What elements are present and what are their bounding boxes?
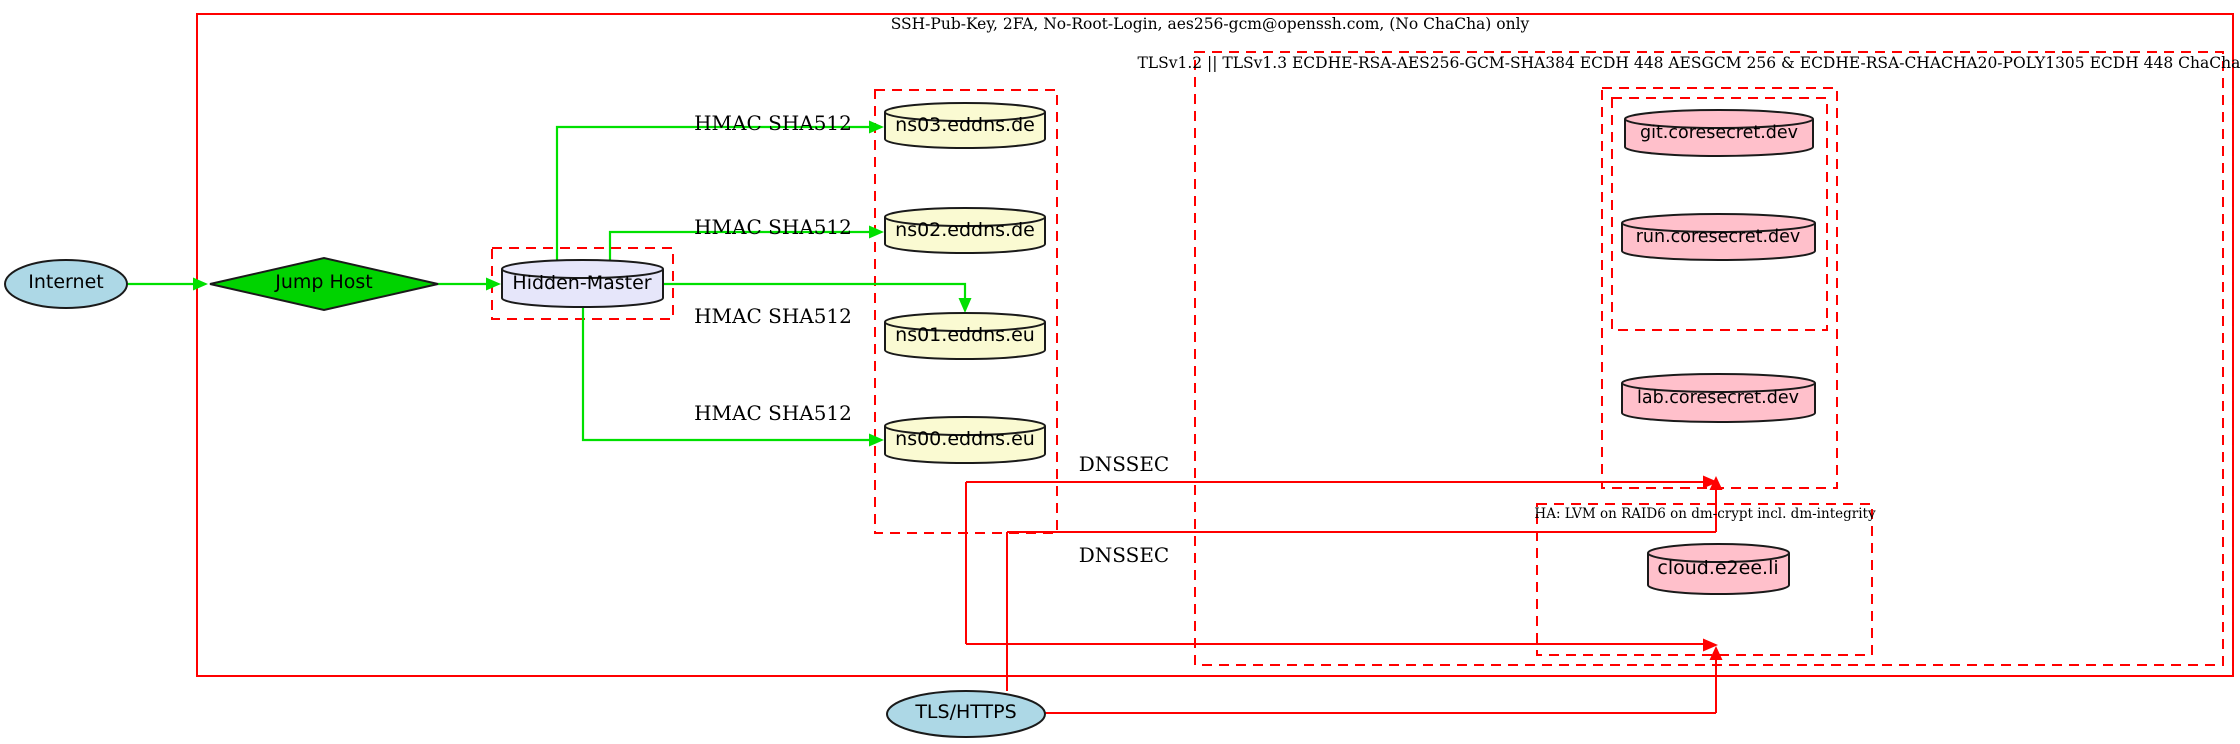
run-cylinder xyxy=(1621,213,1816,261)
edge-label-hmac-ns02: HMAC SHA512 xyxy=(694,215,852,239)
ns01-node-label: ns01.eddns.eu xyxy=(895,324,1035,346)
ssh-cluster-label: SSH-Pub-Key, 2FA, No-Root-Login, aes256-… xyxy=(890,15,1530,33)
cloud-node-label: cloud.e2ee.li xyxy=(1657,557,1779,579)
hidden-master-cylinder xyxy=(501,259,664,308)
arrow-master-ns00 xyxy=(869,433,884,447)
ssh-cluster-border xyxy=(196,13,2234,677)
arrow-internet-jumphost xyxy=(193,277,208,291)
edge-label-hmac-ns03: HMAC SHA512 xyxy=(694,111,852,135)
ha-cluster-label: HA: LVM on RAID6 on dm-crypt incl. dm-in… xyxy=(1534,506,1876,522)
coresecret-inner-cluster-border xyxy=(1611,97,1828,331)
arrow-master-ns03 xyxy=(869,120,884,134)
arrow-dnssec-coresecret xyxy=(1703,475,1718,489)
lab-node-label: lab.coresecret.dev xyxy=(1637,388,1799,408)
arrow-master-ns02 xyxy=(869,225,884,239)
tls-https-node-shape xyxy=(886,690,1046,738)
arrow-master-ns01 xyxy=(958,298,972,313)
ns03-node-label: ns03.eddns.de xyxy=(895,114,1035,136)
arrow-tls-ha xyxy=(1709,646,1723,660)
edge-label-dnssec-top: DNSSEC xyxy=(1078,452,1170,476)
tls-cluster-label: TLSv1.2 || TLSv1.3 ECDHE-RSA-AES256-GCM-… xyxy=(1137,54,2240,72)
git-cylinder xyxy=(1624,109,1814,157)
green-arrowheads xyxy=(193,120,972,447)
ha-cluster-border xyxy=(1536,503,1873,656)
ns02-cylinder xyxy=(884,207,1046,254)
edge-label-hmac-ns00: HMAC SHA512 xyxy=(694,401,852,425)
run-node-label: run.coresecret.dev xyxy=(1635,227,1801,247)
arrow-dnssec-ha xyxy=(1703,638,1718,652)
internet-node-shape xyxy=(4,259,128,309)
ns00-cylinder xyxy=(884,416,1046,464)
jump-host-diamond-shape xyxy=(209,256,439,312)
lab-cylinder xyxy=(1621,373,1816,423)
tls-https-node-label: TLS/HTTPS xyxy=(915,701,1017,723)
arrow-jumphost-master xyxy=(486,277,501,291)
ns03-cylinder xyxy=(884,102,1046,149)
cloud-cylinder xyxy=(1647,543,1790,595)
jump-host-node-label: Jump Host xyxy=(275,271,373,293)
green-edges xyxy=(127,125,967,442)
eddns-cluster-border xyxy=(874,89,1058,534)
red-edges xyxy=(965,481,1717,714)
internet-node-label: Internet xyxy=(28,271,104,293)
edge-label-hmac-ns01: HMAC SHA512 xyxy=(694,304,852,328)
ns01-cylinder xyxy=(884,312,1046,360)
cylinder-nodes xyxy=(501,102,1816,595)
ns02-node-label: ns02.eddns.de xyxy=(895,219,1035,241)
ns00-node-label: ns00.eddns.eu xyxy=(895,428,1035,450)
edge-label-dnssec-bottom: DNSSEC xyxy=(1078,543,1170,567)
red-arrowheads xyxy=(1703,475,1723,660)
arrow-tls-coresecret xyxy=(1709,476,1723,490)
hidden-master-node-label: Hidden-Master xyxy=(512,272,652,294)
tls-cluster-border xyxy=(1194,51,2224,666)
git-node-label: git.coresecret.dev xyxy=(1639,123,1799,143)
